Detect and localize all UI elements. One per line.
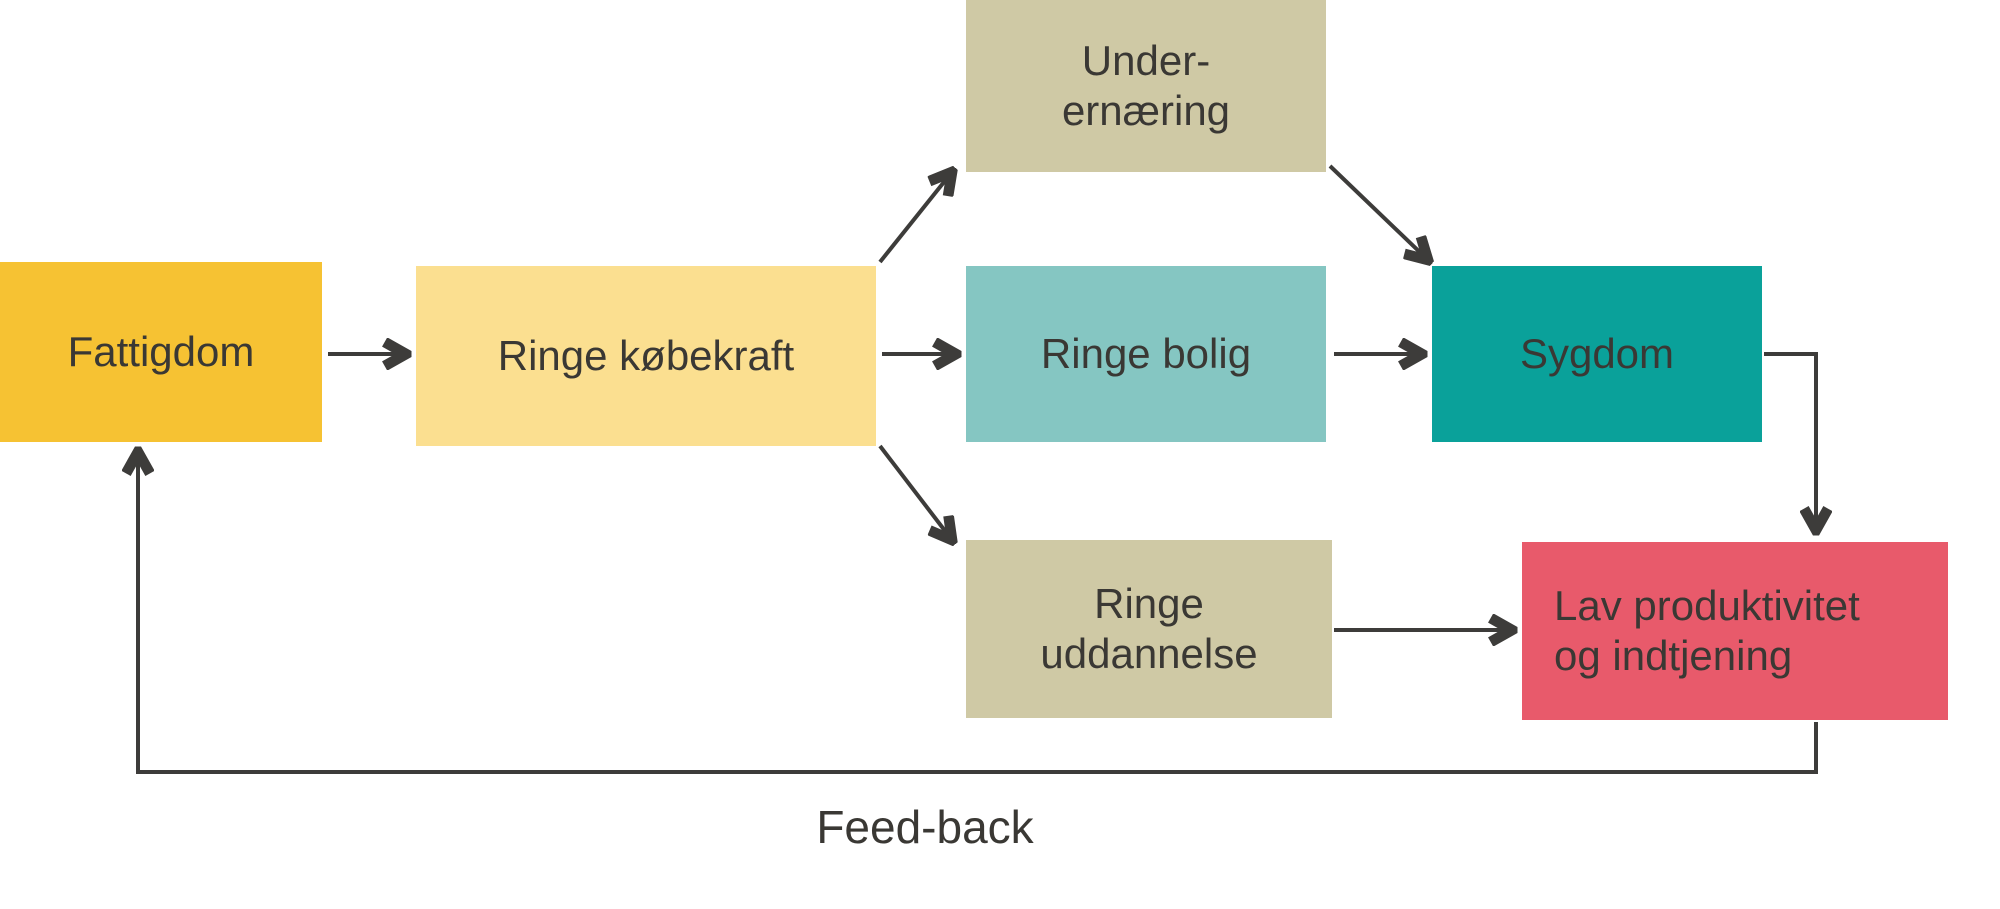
- node-ringe-kobekraft-label: Ringe købekraft: [497, 332, 795, 380]
- arrow-ringe-kobekraft-to-under-ernaering: [878, 172, 952, 264]
- node-sygdom-label: Sygdom: [1519, 330, 1675, 378]
- node-ringe-uddannelse-label: Ringe uddannelse: [1040, 580, 1258, 677]
- arrow-ringe-kobekraft-to-ringe-uddannelse: [878, 444, 952, 540]
- node-ringe-bolig: Ringe bolig: [966, 266, 1326, 442]
- node-fattigdom: Fattigdom: [0, 262, 322, 442]
- node-lav-produktivitet: Lav produktivitet og indtjening: [1522, 542, 1948, 720]
- node-ringe-uddannelse: Ringe uddannelse: [966, 540, 1332, 718]
- node-under-ernaering-label: Under- ernæring: [1061, 37, 1231, 134]
- node-ringe-kobekraft: Ringe købekraft: [416, 266, 876, 446]
- node-fattigdom-label: Fattigdom: [67, 328, 255, 376]
- node-sygdom: Sygdom: [1432, 266, 1762, 442]
- arrow-under-ernaering-to-sygdom: [1328, 164, 1428, 260]
- node-under-ernaering: Under- ernæring: [966, 0, 1326, 172]
- arrow-sygdom-to-lav-produktivitet: [1764, 352, 1816, 530]
- node-ringe-bolig-label: Ringe bolig: [1040, 330, 1252, 378]
- feedback-label: Feed-back: [816, 801, 1034, 853]
- node-lav-produktivitet-label: Lav produktivitet og indtjening: [1554, 582, 1860, 679]
